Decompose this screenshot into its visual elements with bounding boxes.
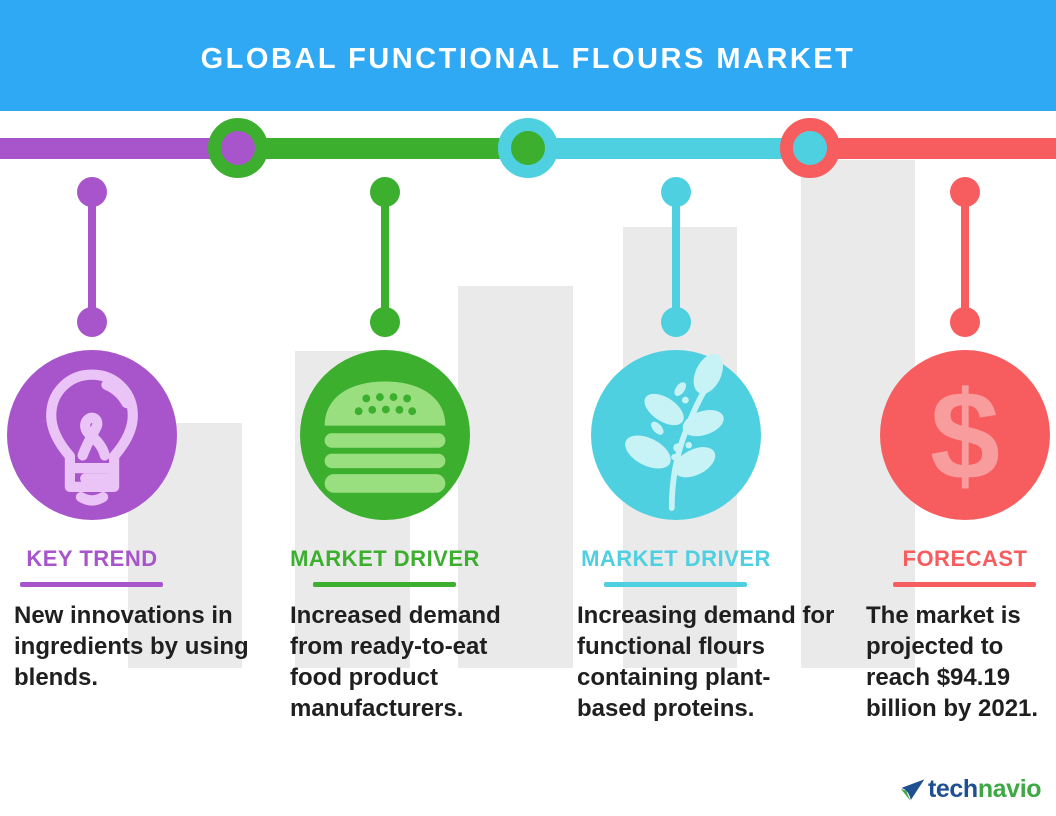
background-bar: [458, 286, 573, 668]
column-label: FORECAST: [902, 546, 1028, 571]
timeline-segment-red: [810, 138, 1056, 159]
page-title: GLOBAL FUNCTIONAL FLOURS MARKET: [200, 43, 856, 75]
column-forecast: $ FORECAST: [840, 160, 1056, 630]
connector-dot: [370, 177, 400, 207]
brand-wordmark: technavio: [928, 775, 1042, 803]
key-trend-circle: [7, 350, 177, 520]
technavio-icon: [900, 779, 925, 801]
plant-icon: [625, 353, 724, 511]
timeline-segment-cyan: [528, 138, 810, 159]
column-label: MARKET DRIVER: [290, 546, 480, 571]
connector-dot: [661, 177, 691, 207]
column-description: Increasing demand for functional flours …: [577, 602, 835, 722]
column-key-trend: KEY TREND: [0, 160, 217, 630]
column-description: Increased demand from ready-to-eat food …: [290, 602, 501, 722]
column-description: The market is projected to reach $94.19 …: [866, 602, 1039, 722]
timeline-segment-purple: [0, 138, 238, 159]
column-market-driver-2: MARKET DRIVER: [551, 160, 801, 630]
label-underline: [20, 582, 163, 587]
dollar-icon: $: [930, 365, 1000, 506]
connector-dot: [661, 307, 691, 337]
timeline-node-1: [208, 118, 268, 178]
connector-dot: [950, 177, 980, 207]
column-description: New innovations in ingredients by using …: [14, 602, 249, 691]
timeline-segment-green: [238, 138, 528, 159]
market-driver-circle: [591, 350, 761, 520]
header-banner: GLOBAL FUNCTIONAL FLOURS MARKET: [0, 0, 1056, 111]
forecast-circle: $: [880, 350, 1050, 520]
connector-stem: [672, 192, 680, 322]
column-label: KEY TREND: [26, 546, 158, 571]
timeline-node-3: [780, 118, 840, 178]
connector-stem: [88, 192, 96, 322]
connector-stem: [381, 192, 389, 322]
column-label: MARKET DRIVER: [581, 546, 771, 571]
column-market-driver-1: MARKET DRIVER: [260, 160, 510, 630]
lightbulb-icon: [46, 369, 138, 506]
connector-stem: [961, 192, 969, 322]
label-underline: [313, 582, 456, 587]
label-underline: [604, 582, 747, 587]
burger-icon: [324, 381, 446, 493]
connector-dot: [77, 177, 107, 207]
connector-dot: [950, 307, 980, 337]
connector-dot: [370, 307, 400, 337]
market-driver-circle: [300, 350, 470, 520]
technavio-logo: technavio: [899, 775, 1042, 804]
svg-text:$: $: [930, 365, 1000, 506]
connector-dot: [77, 307, 107, 337]
label-underline: [893, 582, 1036, 587]
